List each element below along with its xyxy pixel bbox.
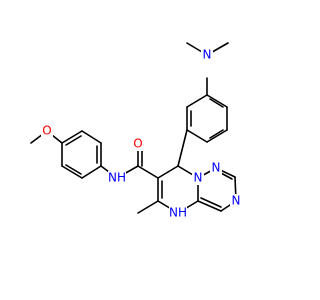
atom-label-nh: NH [108, 171, 126, 185]
bond [81, 130, 102, 144]
bond [209, 129, 224, 139]
bond [65, 164, 82, 175]
bond-layer [30, 42, 237, 214]
atom-labels: N O O NH N N N NH [41, 48, 242, 220]
carbonyl-oxygen: O [132, 137, 144, 151]
atom-label-n: N [212, 161, 221, 175]
bond [177, 129, 188, 167]
bond [186, 129, 208, 143]
atom-label-n: N [232, 194, 241, 208]
molecule-structure: N O O NH N N N NH [30, 42, 242, 220]
bond [206, 129, 228, 143]
atom-label-o: O [133, 137, 142, 151]
bond [157, 165, 179, 179]
ring-nitrogen-upper: N [210, 161, 222, 175]
ring-nitrogen-right: N [230, 194, 242, 208]
bond [209, 98, 224, 108]
bond [137, 165, 159, 179]
dimethylamino-nitrogen: N [201, 48, 213, 62]
atom-label-n: N [194, 171, 203, 185]
bond [61, 165, 83, 179]
ring-nitrogen-bridge: N [192, 171, 204, 185]
ether-oxygen: O [41, 124, 53, 138]
bond [200, 197, 222, 208]
atom-label-n: N [203, 48, 212, 62]
atom-label-nh: NH [169, 206, 187, 220]
bond [81, 165, 102, 179]
bond [61, 130, 83, 144]
amide-nh: NH [108, 171, 126, 185]
bond [206, 94, 228, 108]
bond [197, 200, 222, 212]
bond [186, 94, 208, 108]
bond [137, 200, 159, 214]
atom-label-o: O [42, 124, 51, 138]
bond [65, 135, 82, 146]
ring-nh: NH [169, 206, 187, 220]
